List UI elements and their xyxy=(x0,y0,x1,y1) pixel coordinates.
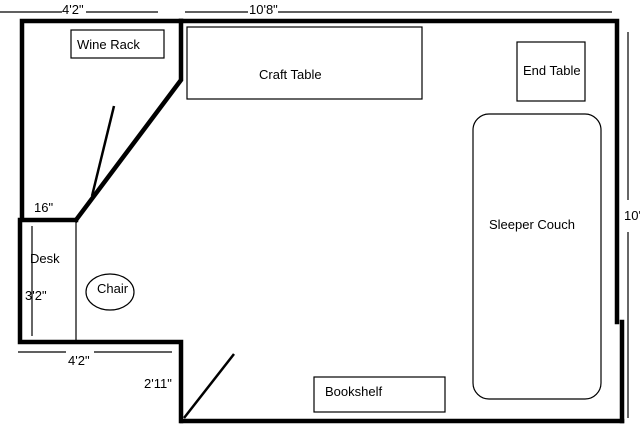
dim-top-main: 10'8" xyxy=(249,2,278,17)
chair-shape xyxy=(85,273,135,311)
sleeper-couch-label: Sleeper Couch xyxy=(489,217,575,232)
nook-wall xyxy=(19,18,184,223)
craft-table-label: Craft Table xyxy=(259,67,322,82)
dim-right-side: 10' xyxy=(624,208,640,223)
dim-door-side: 2'11" xyxy=(144,376,172,391)
dim-nook-width: 16" xyxy=(34,200,53,215)
end-table-box xyxy=(516,41,586,102)
desk-label: Desk xyxy=(30,251,60,266)
end-table-label: End Table xyxy=(523,63,581,78)
pointer-arrow xyxy=(90,105,116,197)
door-swing-line xyxy=(183,353,235,419)
wine-rack-label: Wine Rack xyxy=(77,37,140,52)
wine-rack-box xyxy=(70,29,165,59)
dim-bottom-left: 4'2" xyxy=(68,353,90,368)
room-walls xyxy=(178,18,620,325)
dim-top-left: 4'2" xyxy=(62,2,84,17)
sleeper-couch-box xyxy=(472,113,602,400)
bookshelf-label: Bookshelf xyxy=(325,384,382,399)
dim-desk-side: 3'2" xyxy=(25,288,47,303)
desk-alcove-walls xyxy=(17,217,184,424)
craft-table-box xyxy=(186,26,423,100)
bookshelf-box xyxy=(313,376,446,413)
left-alcove-walls xyxy=(72,18,184,224)
chair-label: Chair xyxy=(97,281,129,296)
